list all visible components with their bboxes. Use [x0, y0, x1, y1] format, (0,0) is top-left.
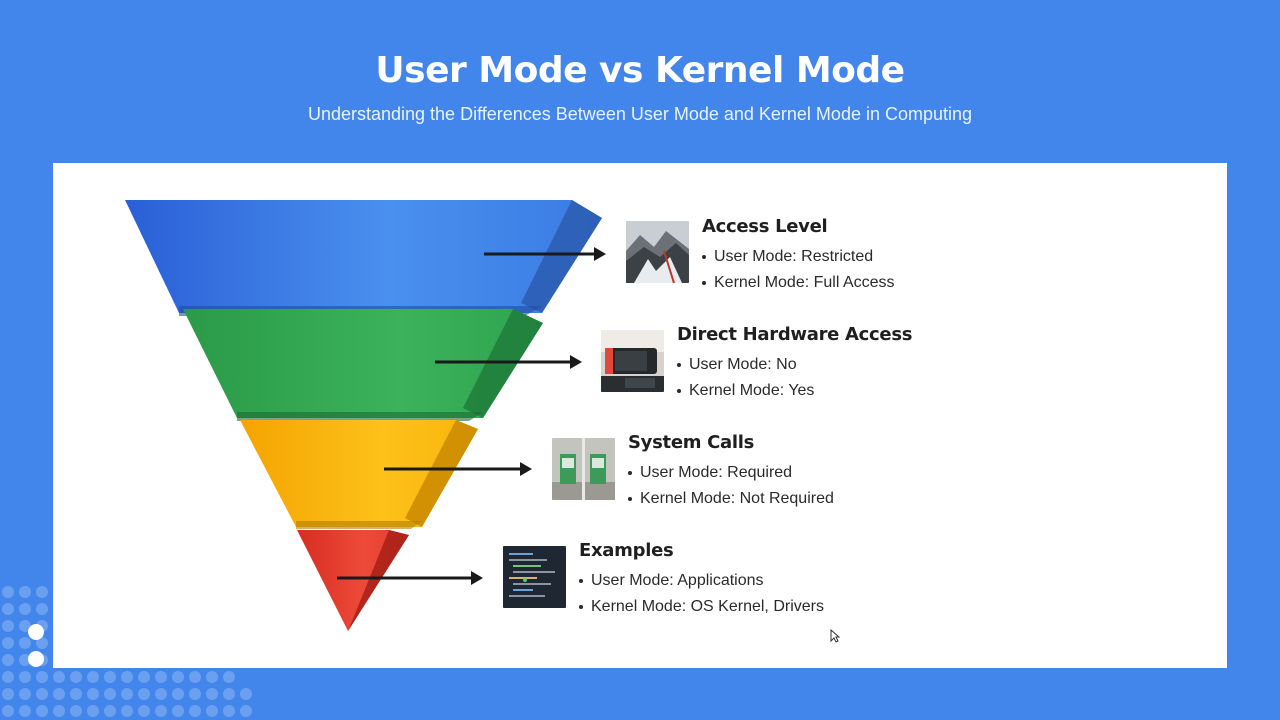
- decorative-dot: [87, 688, 99, 700]
- decorative-dot: [70, 671, 82, 683]
- decorative-dot: [172, 705, 184, 717]
- decorative-dot: [155, 705, 167, 717]
- decorative-dot: [189, 671, 201, 683]
- list-item: User Mode: Restricted: [702, 247, 895, 273]
- decorative-dot: [19, 586, 31, 598]
- decorative-dot: [19, 637, 31, 649]
- white-dot-top: [28, 624, 44, 640]
- decorative-dot: [53, 688, 65, 700]
- decorative-dot: [104, 688, 116, 700]
- decorative-dot: [240, 705, 252, 717]
- heading-examples: Examples: [579, 540, 674, 561]
- decorative-dot: [87, 705, 99, 717]
- decorative-dot: [206, 705, 218, 717]
- white-dot-bottom: [28, 651, 44, 667]
- arrow-access-level: [484, 247, 606, 261]
- info-examples: Examples User Mode: Applications Kernel …: [579, 540, 824, 622]
- decorative-dot: [121, 688, 133, 700]
- diagram-card: Access Level User Mode: Restricted Kerne…: [53, 163, 1227, 668]
- decorative-dot: [121, 671, 133, 683]
- decorative-dot: [189, 705, 201, 717]
- decorative-dot: [36, 671, 48, 683]
- decorative-dot: [155, 688, 167, 700]
- mouse-cursor-icon: [830, 629, 840, 643]
- list-item: Kernel Mode: Not Required: [628, 489, 834, 515]
- decorative-dot: [36, 586, 48, 598]
- decorative-dot: [2, 705, 14, 717]
- decorative-dot: [121, 705, 133, 717]
- list-item: Kernel Mode: OS Kernel, Drivers: [579, 597, 824, 623]
- decorative-dot: [189, 688, 201, 700]
- list-item: Kernel Mode: Yes: [677, 381, 912, 407]
- decorative-dot: [138, 705, 150, 717]
- decorative-dot: [104, 671, 116, 683]
- access-level-thumbnail: [626, 221, 689, 283]
- heading-direct-hardware-access: Direct Hardware Access: [677, 324, 913, 345]
- decorative-dot: [223, 671, 235, 683]
- slide-title: User Mode vs Kernel Mode: [375, 50, 905, 91]
- decorative-dot: [223, 688, 235, 700]
- decorative-dot: [19, 603, 31, 615]
- funnel-tier-4: [297, 530, 409, 631]
- funnel-tier-2: [183, 309, 543, 421]
- decorative-dot: [36, 637, 48, 649]
- list-item: Kernel Mode: Full Access: [702, 273, 895, 299]
- heading-system-calls: System Calls: [628, 432, 755, 453]
- decorative-dot: [155, 671, 167, 683]
- arrow-system-calls: [384, 462, 532, 476]
- examples-thumbnail: [503, 546, 566, 608]
- decorative-dot: [2, 586, 14, 598]
- decorative-dot: [104, 705, 116, 717]
- decorative-dot: [19, 671, 31, 683]
- funnel-diagram: [125, 200, 606, 631]
- list-item: User Mode: Required: [628, 463, 834, 489]
- funnel-tier-1: [125, 200, 602, 316]
- decorative-dot: [2, 637, 14, 649]
- decorative-dot: [53, 671, 65, 683]
- decorative-dot: [2, 620, 14, 632]
- decorative-dot: [36, 603, 48, 615]
- hardware-access-thumbnail: [601, 330, 664, 392]
- decorative-dot: [36, 688, 48, 700]
- list-item: User Mode: No: [677, 355, 912, 381]
- funnel-tier-3: [240, 420, 478, 529]
- decorative-dot: [87, 671, 99, 683]
- slide-subtitle: Understanding the Differences Between Us…: [307, 104, 973, 124]
- decorative-dot: [19, 705, 31, 717]
- decorative-dot: [2, 688, 14, 700]
- decorative-dot: [2, 671, 14, 683]
- info-system-calls: System Calls User Mode: Required Kernel …: [628, 432, 834, 514]
- decorative-dot: [53, 705, 65, 717]
- decorative-dot: [206, 671, 218, 683]
- decorative-dot: [36, 705, 48, 717]
- decorative-dot: [70, 688, 82, 700]
- decorative-dot: [2, 654, 14, 666]
- decorative-dot: [172, 688, 184, 700]
- decorative-dot: [138, 688, 150, 700]
- list-item: User Mode: Applications: [579, 571, 824, 597]
- decorative-dot: [223, 705, 235, 717]
- info-access-level: Access Level User Mode: Restricted Kerne…: [702, 216, 895, 298]
- decorative-dot: [19, 688, 31, 700]
- decorative-dot: [172, 671, 184, 683]
- decorative-dot: [138, 671, 150, 683]
- decorative-dot: [206, 688, 218, 700]
- decorative-dot: [2, 603, 14, 615]
- heading-access-level: Access Level: [702, 216, 828, 237]
- arrow-direct-hardware-access: [435, 355, 582, 369]
- decorative-dot: [240, 688, 252, 700]
- arrow-examples: [337, 571, 483, 585]
- system-calls-thumbnail: [552, 438, 615, 500]
- info-direct-hardware-access: Direct Hardware Access User Mode: No Ker…: [677, 324, 912, 406]
- decorative-dot: [70, 705, 82, 717]
